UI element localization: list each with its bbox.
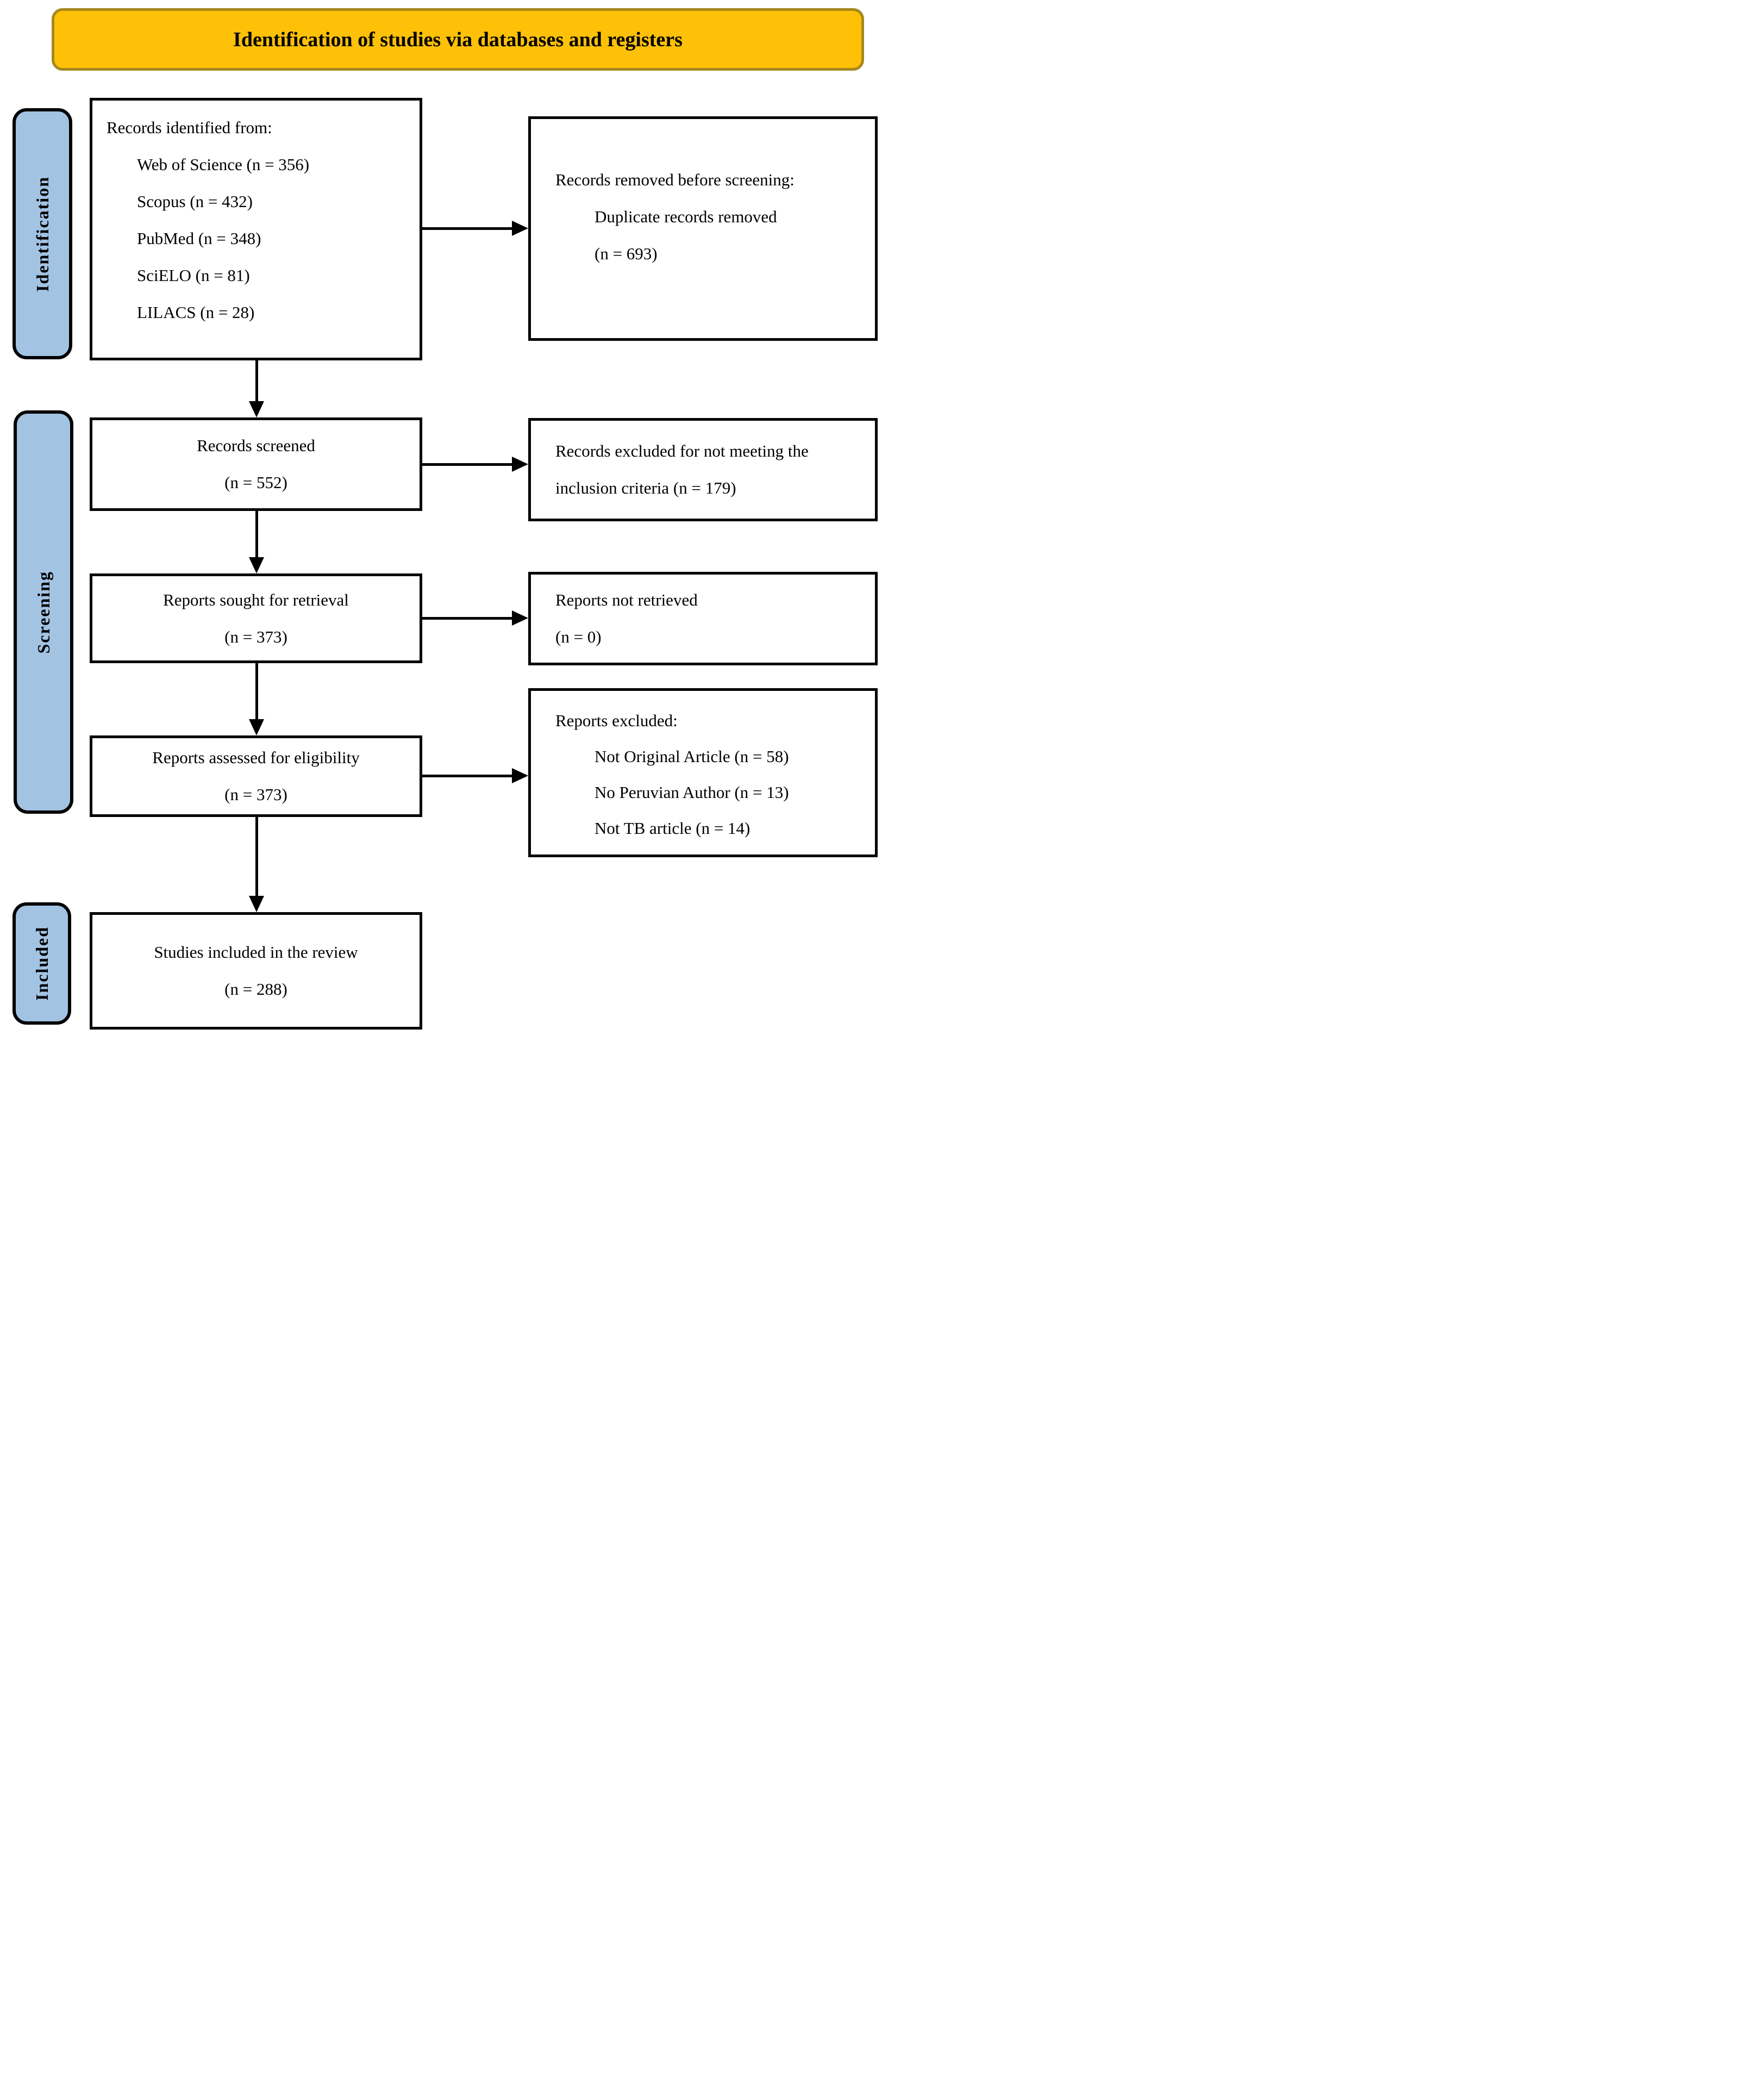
box-studies-included: Studies included in the review (n = 288) xyxy=(90,912,422,1030)
records-identified-source: LILACS (n = 28) xyxy=(137,303,255,322)
records-identified-source: Web of Science (n = 356) xyxy=(137,155,310,174)
connector-assessed-to-included xyxy=(255,817,258,899)
arrow-down-icon xyxy=(249,896,264,912)
box-records-identified: Records identified from: Web of Science … xyxy=(90,98,422,360)
connector-screened-to-excluded xyxy=(422,463,513,466)
box-reports-excluded: Reports excluded: Not Original Article (… xyxy=(528,688,878,857)
box-records-screened: Records screened (n = 552) xyxy=(90,417,422,511)
records-removed-detail: (n = 693) xyxy=(595,244,658,263)
reports-excluded-intro: Reports excluded: xyxy=(555,711,678,730)
records-screened-label: Records screened xyxy=(197,436,315,455)
reports-assessed-label: Reports assessed for eligibility xyxy=(152,748,360,767)
stage-identification-label: Identification xyxy=(32,176,52,292)
arrow-right-icon xyxy=(512,610,528,626)
studies-included-label: Studies included in the review xyxy=(154,943,358,962)
box-reports-assessed: Reports assessed for eligibility (n = 37… xyxy=(90,735,422,817)
arrow-down-icon xyxy=(249,719,264,735)
box-records-removed: Records removed before screening: Duplic… xyxy=(528,116,878,341)
connector-identified-to-screened xyxy=(255,360,258,404)
reports-assessed-count: (n = 373) xyxy=(224,785,287,804)
arrow-down-icon xyxy=(249,557,264,573)
reports-excluded-reason: Not TB article (n = 14) xyxy=(595,819,750,838)
title-banner-label: Identification of studies via databases … xyxy=(233,28,683,51)
records-screened-count: (n = 552) xyxy=(224,473,287,492)
connector-sought-to-not-retrieved xyxy=(422,617,513,620)
reports-not-retrieved-count: (n = 0) xyxy=(555,627,602,646)
records-removed-intro: Records removed before screening: xyxy=(555,170,795,189)
stage-included: Included xyxy=(12,902,71,1025)
records-identified-source: SciELO (n = 81) xyxy=(137,266,250,285)
arrow-right-icon xyxy=(512,768,528,783)
stage-screening: Screening xyxy=(14,410,73,814)
arrow-right-icon xyxy=(512,457,528,472)
records-removed-detail: Duplicate records removed xyxy=(595,207,777,226)
studies-included-count: (n = 288) xyxy=(224,980,287,999)
connector-screened-to-sought xyxy=(255,511,258,560)
records-excluded-text: Records excluded for not meeting the inc… xyxy=(555,441,809,497)
connector-assessed-to-reports-excluded xyxy=(422,775,513,777)
records-identified-source: Scopus (n = 432) xyxy=(137,192,253,211)
records-identified-source: PubMed (n = 348) xyxy=(137,229,261,248)
reports-excluded-reason: No Peruvian Author (n = 13) xyxy=(595,783,789,802)
arrow-down-icon xyxy=(249,401,264,417)
records-identified-intro: Records identified from: xyxy=(107,118,272,137)
reports-sought-count: (n = 373) xyxy=(224,627,287,646)
prisma-flow-diagram: Identification of studies via databases … xyxy=(0,0,882,1042)
box-reports-not-retrieved: Reports not retrieved (n = 0) xyxy=(528,572,878,665)
arrow-right-icon xyxy=(512,221,528,236)
reports-sought-label: Reports sought for retrieval xyxy=(163,590,349,609)
stage-included-label: Included xyxy=(32,926,52,1001)
connector-sought-to-assessed xyxy=(255,663,258,722)
connector-identified-to-removed xyxy=(422,227,513,230)
reports-not-retrieved-label: Reports not retrieved xyxy=(555,590,698,609)
box-records-excluded: Records excluded for not meeting the inc… xyxy=(528,418,878,521)
box-reports-sought: Reports sought for retrieval (n = 373) xyxy=(90,573,422,663)
stage-identification: Identification xyxy=(12,108,72,359)
stage-screening-label: Screening xyxy=(33,570,53,654)
reports-excluded-reason: Not Original Article (n = 58) xyxy=(595,747,789,766)
title-banner: Identification of studies via databases … xyxy=(52,8,864,71)
